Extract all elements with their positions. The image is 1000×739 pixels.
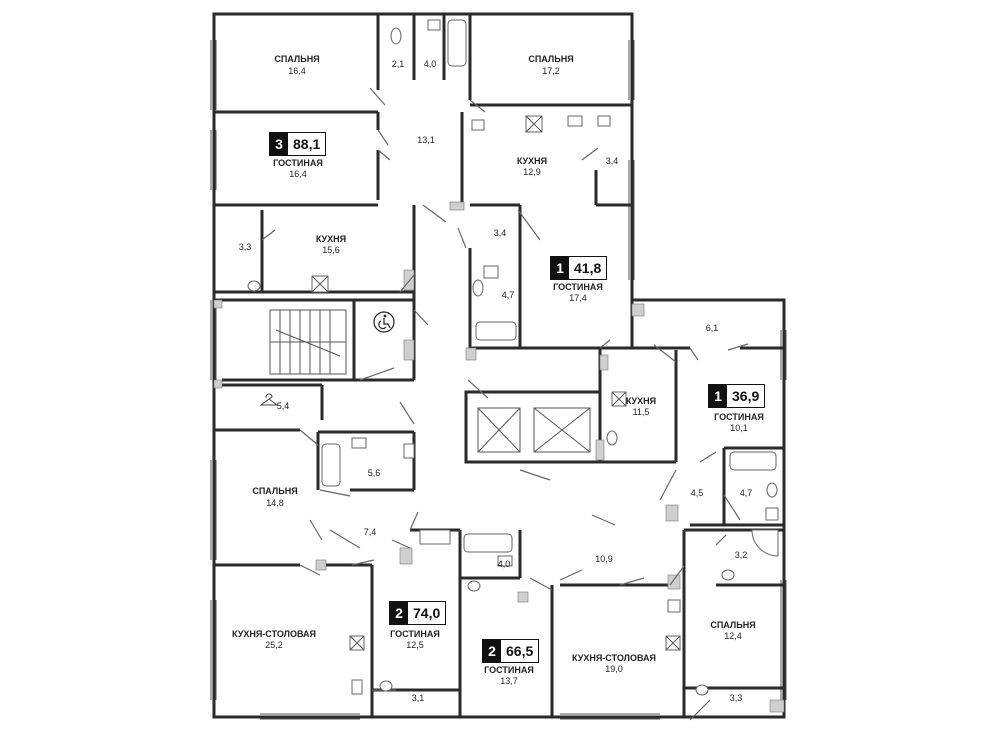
wheelchair-icon bbox=[373, 311, 395, 333]
room-area: 12,9 bbox=[523, 167, 541, 177]
room-name: КУХНЯ bbox=[626, 396, 656, 406]
room-name: СПАЛЬНЯ bbox=[528, 54, 573, 64]
room-name: КУХНЯ bbox=[517, 156, 547, 166]
room-area: 4,7 bbox=[502, 290, 515, 300]
apartment-rooms: 1 bbox=[709, 385, 727, 407]
room-name: СПАЛЬНЯ bbox=[274, 54, 319, 64]
room-area: 4,7 bbox=[740, 488, 753, 498]
room-area: 12,5 bbox=[406, 640, 424, 650]
apartment-rooms: 2 bbox=[390, 602, 408, 624]
plumbing-fixtures bbox=[247, 19, 779, 696]
room-area: 13,1 bbox=[417, 135, 435, 145]
room-area: 3,2 bbox=[735, 550, 748, 560]
apartment-badge: 1 36,9 bbox=[708, 384, 766, 408]
room-area: 14,8 bbox=[266, 498, 284, 508]
apartment-badge: 2 74,0 bbox=[389, 601, 447, 625]
room-name: КУХНЯ-СТОЛОВАЯ bbox=[572, 653, 656, 663]
apartment-total-area: 36,9 bbox=[732, 388, 760, 404]
room-area: 10,9 bbox=[595, 554, 613, 564]
elevator-shafts bbox=[477, 407, 591, 453]
room-area: 5,6 bbox=[368, 468, 381, 478]
apartment-total-area: 41,8 bbox=[574, 260, 602, 276]
room-area: 6,1 bbox=[706, 323, 719, 333]
room-name: КУХНЯ-СТОЛОВАЯ bbox=[232, 629, 316, 639]
room-area: 10,1 bbox=[730, 423, 748, 433]
room-area: 3,3 bbox=[239, 242, 252, 252]
room-area: 25,2 bbox=[265, 640, 283, 650]
building-outline bbox=[212, 12, 786, 719]
apartment-rooms: 3 bbox=[270, 133, 288, 155]
door-leaves bbox=[261, 87, 749, 721]
room-area: 5,4 bbox=[277, 401, 290, 411]
room-area: 3,4 bbox=[494, 228, 507, 238]
room-name: СПАЛЬНЯ bbox=[710, 620, 755, 630]
room-area: 17,4 bbox=[569, 293, 587, 303]
room-area: 3,4 bbox=[606, 156, 619, 166]
apartment-total-area: 66,5 bbox=[506, 643, 534, 659]
room-area: 13,7 bbox=[500, 676, 518, 686]
room-area: 3,3 bbox=[730, 693, 743, 703]
apartment-badge: 2 66,5 bbox=[482, 639, 540, 663]
apartment-rooms: 1 bbox=[551, 257, 569, 279]
room-area: 4,0 bbox=[424, 59, 437, 69]
room-area: 17,2 bbox=[542, 66, 560, 76]
room-name: ГОСТИНАЯ bbox=[390, 629, 440, 639]
room-area: 16,4 bbox=[289, 169, 307, 179]
room-name: ГОСТИНАЯ bbox=[273, 158, 323, 168]
hanger-icon bbox=[259, 393, 279, 406]
room-area: 12,4 bbox=[724, 631, 742, 641]
room-area: 4,0 bbox=[498, 559, 511, 569]
hatched-columns bbox=[213, 201, 785, 713]
room-labels: СПАЛЬНЯ 16,4 2,1 4,0 СПАЛЬНЯ 17,2 13,1 Г… bbox=[232, 54, 764, 703]
staircase bbox=[269, 309, 347, 375]
room-name: СПАЛЬНЯ bbox=[252, 486, 297, 496]
apartment-badge: 3 88,1 bbox=[269, 132, 327, 156]
window-strips bbox=[210, 40, 787, 720]
room-area: 4,5 bbox=[691, 488, 704, 498]
room-area: 7,4 bbox=[364, 527, 377, 537]
apartment-total-area: 88,1 bbox=[293, 136, 321, 152]
room-area: 15,6 bbox=[322, 245, 340, 255]
room-name: ГОСТИНАЯ bbox=[714, 412, 764, 422]
room-area: 19,0 bbox=[605, 664, 623, 674]
room-name: КУХНЯ bbox=[316, 234, 346, 244]
room-area: 2,1 bbox=[392, 59, 405, 69]
apartment-rooms: 2 bbox=[483, 640, 501, 662]
room-area: 11,5 bbox=[633, 407, 650, 417]
room-area: 3,1 bbox=[412, 693, 425, 703]
room-name: ГОСТИНАЯ bbox=[553, 282, 603, 292]
apartment-total-area: 74,0 bbox=[413, 605, 441, 621]
apartment-badge: 1 41,8 bbox=[550, 256, 608, 280]
room-area: 16,4 bbox=[288, 66, 306, 76]
room-name: ГОСТИНАЯ bbox=[484, 665, 534, 675]
